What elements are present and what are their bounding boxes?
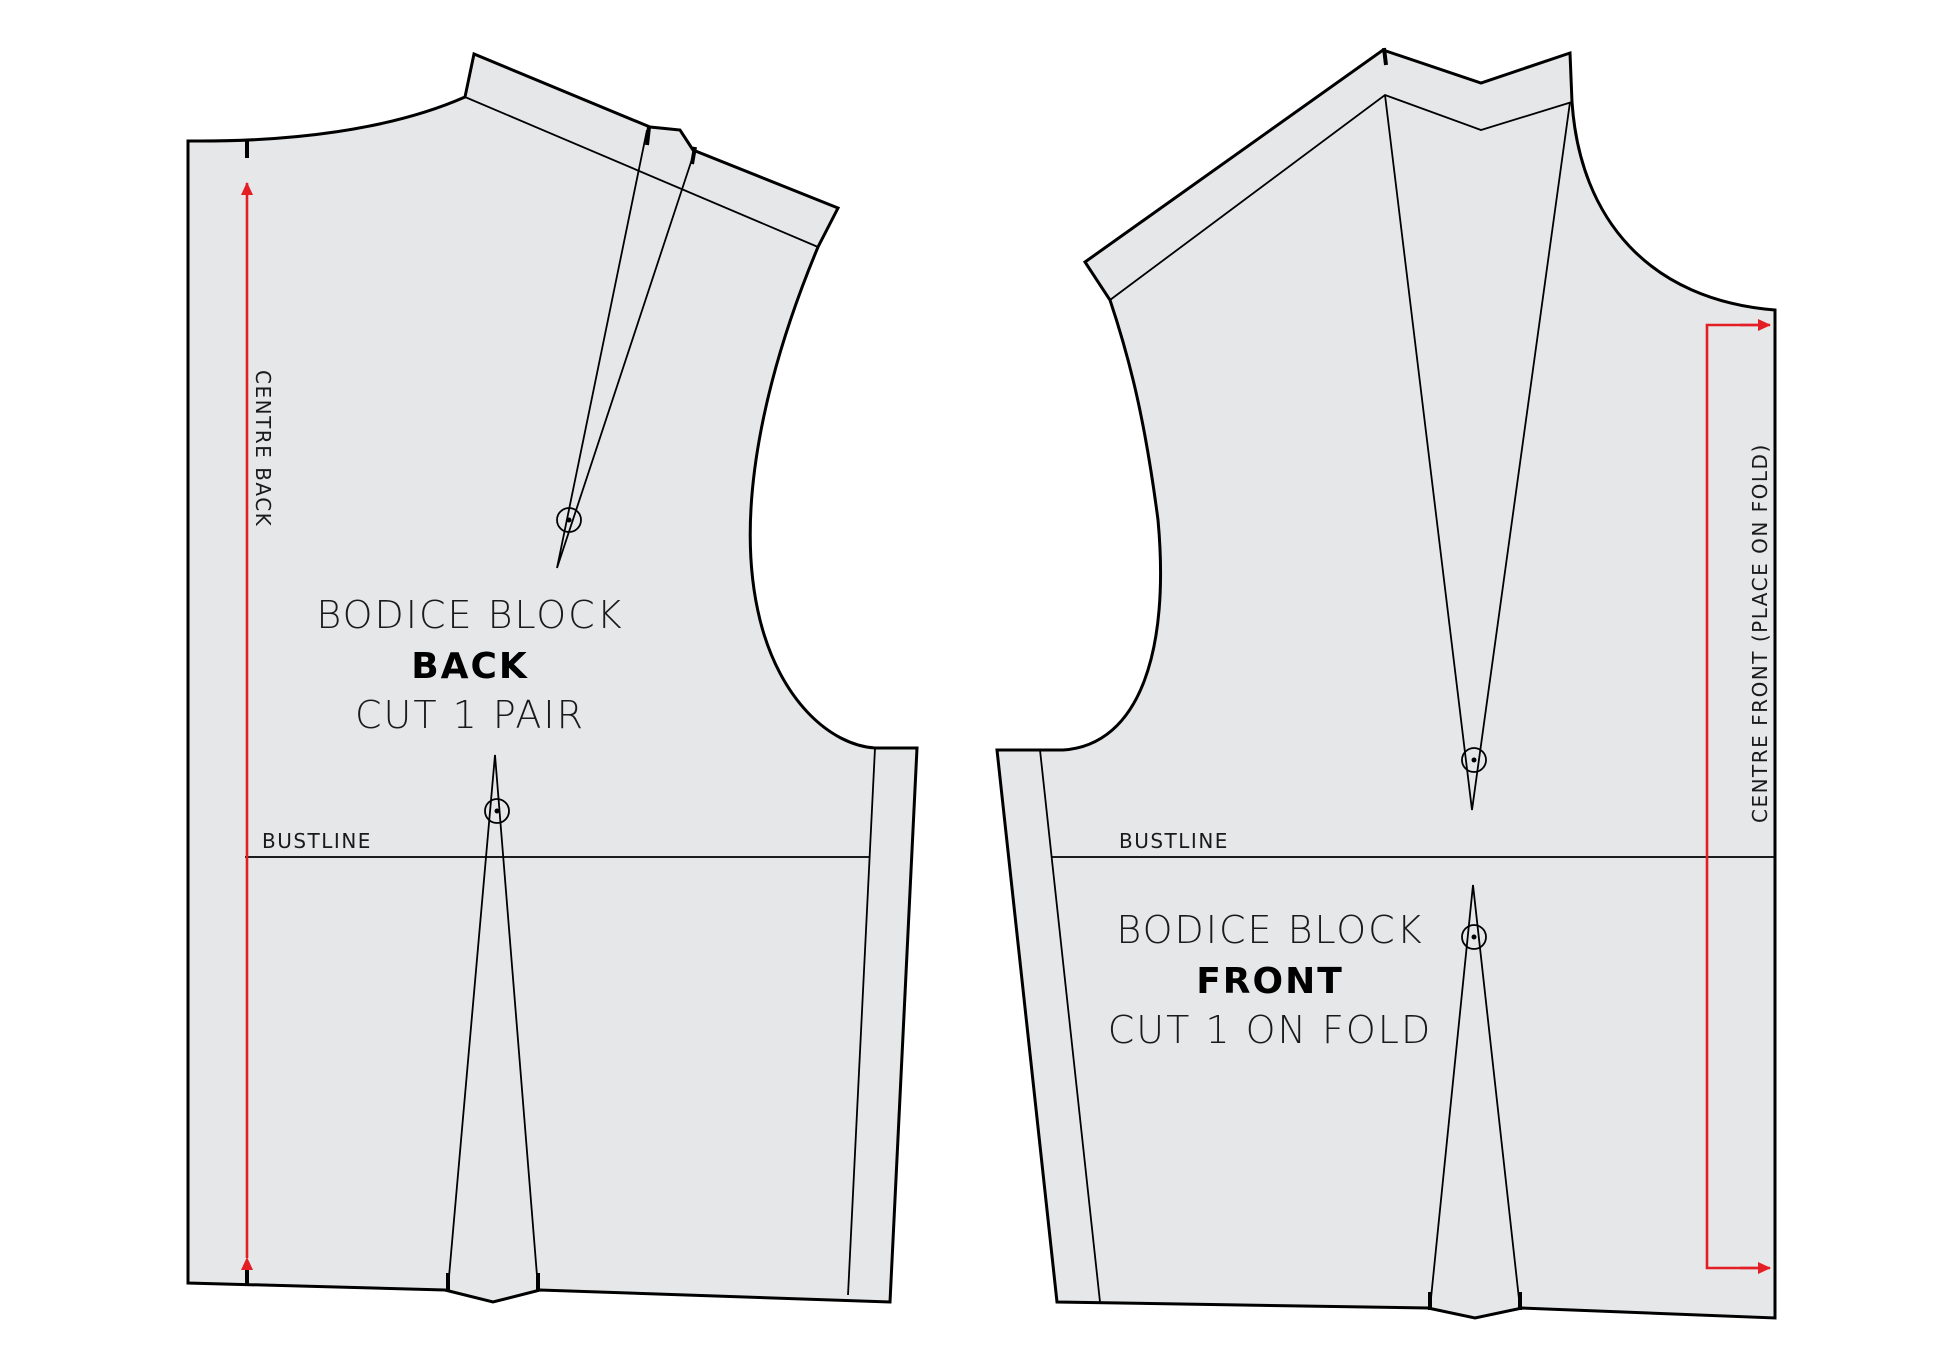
notch bbox=[1382, 47, 1388, 66]
front-bodice-piece: CENTRE FRONT (PLACE ON FOLD) BUSTLINE BO… bbox=[995, 47, 1777, 1320]
notch bbox=[690, 146, 697, 165]
front-dart-marker-top bbox=[1461, 747, 1487, 773]
back-waist-dart bbox=[447, 754, 539, 1289]
front-piece-outline bbox=[995, 48, 1777, 1320]
notch bbox=[645, 126, 651, 146]
back-piece-outline bbox=[186, 51, 919, 1304]
front-grainline-bracket bbox=[1705, 323, 1763, 1270]
front-title: BODICE BLOCK bbox=[1116, 908, 1423, 952]
back-title: BODICE BLOCK bbox=[316, 593, 623, 637]
front-shoulder-seam-line bbox=[1109, 93, 1573, 301]
front-piece-name: FRONT bbox=[1196, 961, 1344, 1002]
front-notches bbox=[1382, 47, 1522, 1310]
back-bodice-piece: CENTRE BACK BUSTLINE BODICE BLOCK BACK C… bbox=[186, 51, 919, 1304]
back-shoulder-dart bbox=[556, 129, 696, 569]
back-grainline-label: CENTRE BACK bbox=[251, 370, 275, 527]
back-side-seam-line bbox=[847, 747, 876, 1296]
front-shoulder-dart bbox=[1384, 94, 1571, 811]
back-dart-marker-bottom bbox=[484, 798, 510, 824]
back-instruction: CUT 1 PAIR bbox=[355, 693, 585, 737]
front-grainline-label: CENTRE FRONT (PLACE ON FOLD) bbox=[1748, 443, 1772, 823]
front-dart-marker-bottom bbox=[1461, 924, 1487, 950]
front-bustline-label: BUSTLINE bbox=[1119, 829, 1229, 853]
front-instruction: CUT 1 ON FOLD bbox=[1108, 1008, 1433, 1052]
front-waist-dart bbox=[1429, 884, 1521, 1309]
back-shoulder-seam-line bbox=[464, 96, 819, 248]
back-piece-name: BACK bbox=[411, 646, 529, 687]
front-side-seam-line bbox=[1039, 749, 1101, 1303]
back-dart-marker-top bbox=[556, 507, 582, 533]
back-bustline-label: BUSTLINE bbox=[262, 829, 372, 853]
back-notches bbox=[245, 126, 697, 1291]
